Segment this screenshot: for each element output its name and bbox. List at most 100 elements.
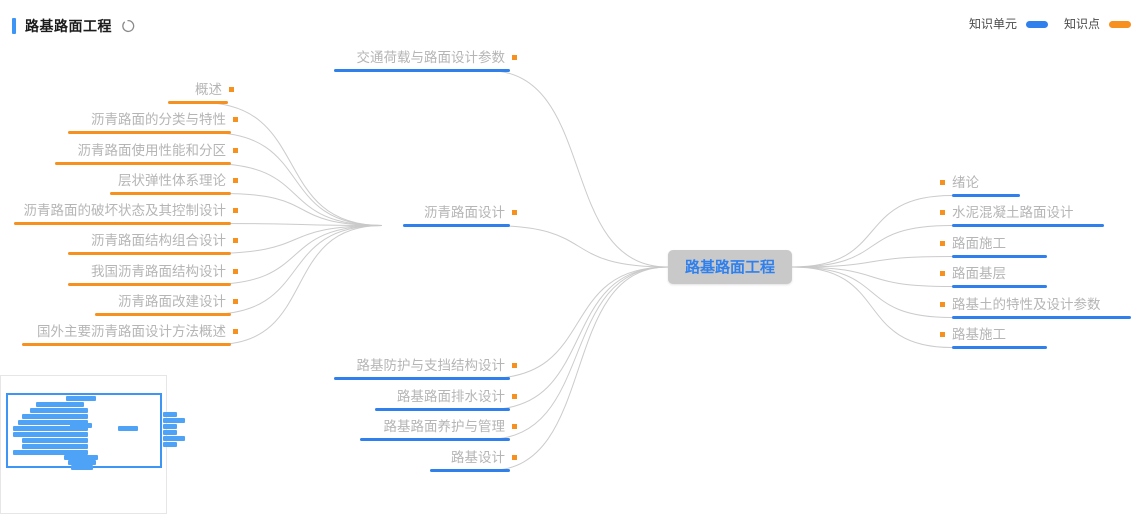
mindmap-node-label: 路基施工 xyxy=(952,327,1006,342)
minimap-bar xyxy=(70,423,92,428)
node-marker-icon xyxy=(940,302,945,307)
mindmap-node[interactable]: 交通荷载与路面设计参数 xyxy=(334,48,517,72)
node-marker-icon xyxy=(233,299,238,304)
link-path xyxy=(791,195,953,268)
mindmap-node-label: 国外主要沥青路面设计方法概述 xyxy=(37,324,226,339)
mindmap-node[interactable]: 路基设计 xyxy=(430,448,517,472)
node-marker-icon xyxy=(233,208,238,213)
link-path xyxy=(221,223,383,226)
minimap-bar xyxy=(22,438,88,443)
mindmap-node[interactable]: 路基路面养护与管理 xyxy=(360,417,517,441)
node-underline xyxy=(95,313,231,316)
node-underline xyxy=(22,343,231,346)
mindmap-node[interactable]: 路基施工 xyxy=(940,325,1047,349)
mindmap-node[interactable]: 路面施工 xyxy=(940,234,1047,258)
mindmap-node-label: 沥青路面改建设计 xyxy=(118,294,226,309)
mindmap-node[interactable]: 沥青路面使用性能和分区 xyxy=(55,141,238,165)
minimap-bar xyxy=(13,450,88,455)
link-path xyxy=(791,266,953,348)
minimap-bar xyxy=(18,420,88,425)
mindmap-node-label: 路基路面养护与管理 xyxy=(383,419,506,434)
node-marker-icon xyxy=(512,363,517,368)
minimap-bar xyxy=(22,444,88,449)
link-path xyxy=(791,266,953,287)
legend-item-unit: 知识单元 xyxy=(969,17,1048,31)
node-marker-icon xyxy=(233,148,238,153)
mindmap-node[interactable]: 水泥混凝土路面设计 xyxy=(940,203,1104,227)
node-underline xyxy=(68,131,231,134)
mindmap-node[interactable]: 沥青路面设计 xyxy=(403,203,517,227)
node-marker-icon xyxy=(512,394,517,399)
minimap-bar xyxy=(36,402,84,407)
node-underline xyxy=(375,408,510,411)
orange-pill-swatch xyxy=(1109,20,1131,28)
node-underline xyxy=(68,252,231,255)
mindmap-node[interactable]: 沥青路面的破坏状态及其控制设计 xyxy=(14,201,238,225)
minimap-bar xyxy=(22,414,88,419)
mindmap-node-label: 绪论 xyxy=(952,175,979,190)
minimap-bar xyxy=(163,424,177,429)
node-marker-icon xyxy=(233,269,238,274)
mindmap-node-label: 概述 xyxy=(195,82,222,97)
legend: 知识单元 知识点 xyxy=(969,17,1131,31)
root-node[interactable]: 路基路面工程 xyxy=(668,250,792,284)
node-underline xyxy=(68,283,231,286)
node-marker-icon xyxy=(512,455,517,460)
mindmap-node[interactable]: 沥青路面的分类与特性 xyxy=(68,110,238,134)
mindmap-node[interactable]: 概述 xyxy=(168,80,234,104)
mindmap-node[interactable]: 沥青路面结构组合设计 xyxy=(68,231,238,255)
mindmap-node[interactable]: 路基防护与支挡结构设计 xyxy=(334,356,517,380)
node-marker-icon xyxy=(940,180,945,185)
minimap-bar xyxy=(163,430,177,435)
node-marker-icon xyxy=(940,332,945,337)
minimap-panel[interactable] xyxy=(0,375,185,514)
mindmap-node-label: 沥青路面使用性能和分区 xyxy=(77,143,227,158)
mindmap-node-label: 路基路面排水设计 xyxy=(397,389,505,404)
node-marker-icon xyxy=(940,271,945,276)
node-underline xyxy=(952,285,1047,288)
loading-spinner-icon[interactable] xyxy=(121,19,135,33)
node-marker-icon xyxy=(233,117,238,122)
mindmap-node[interactable]: 路基土的特性及设计参数 xyxy=(940,295,1131,319)
link-path xyxy=(487,70,669,268)
mindmap-node-label: 沥青路面结构组合设计 xyxy=(91,233,226,248)
legend-item-point: 知识点 xyxy=(1064,17,1131,31)
mindmap-node[interactable]: 绪论 xyxy=(940,173,1020,197)
node-marker-icon xyxy=(512,424,517,429)
link-path xyxy=(215,225,383,345)
node-underline xyxy=(403,224,510,227)
node-underline xyxy=(952,346,1047,349)
link-path xyxy=(791,225,953,268)
mindmap-node[interactable]: 沥青路面改建设计 xyxy=(95,292,238,316)
page-title-group: 路基路面工程 xyxy=(12,18,135,34)
node-marker-icon xyxy=(233,238,238,243)
minimap-bar xyxy=(163,436,185,441)
node-underline xyxy=(14,222,231,225)
mindmap-node-label: 沥青路面设计 xyxy=(424,205,505,220)
link-path xyxy=(486,266,669,440)
node-marker-icon xyxy=(233,329,238,334)
node-underline xyxy=(110,192,231,195)
link-path xyxy=(222,193,383,226)
link-path xyxy=(791,266,953,318)
minimap-bar xyxy=(13,432,88,437)
minimap-bar xyxy=(163,418,185,423)
mindmap-node-label: 路面施工 xyxy=(952,236,1006,251)
mindmap-node[interactable]: 路面基层 xyxy=(940,264,1047,288)
mindmap-node-label: 路基设计 xyxy=(451,450,505,465)
mindmap-node[interactable]: 层状弹性体系理论 xyxy=(110,171,238,195)
page-title: 路基路面工程 xyxy=(25,18,112,34)
mindmap-node[interactable]: 路基路面排水设计 xyxy=(375,387,517,411)
node-marker-icon xyxy=(512,210,517,215)
node-underline xyxy=(334,377,510,380)
minimap-viewport[interactable] xyxy=(6,393,185,470)
node-marker-icon xyxy=(512,55,517,60)
link-path xyxy=(488,225,669,268)
mindmap-node[interactable]: 我国沥青路面结构设计 xyxy=(68,262,238,286)
node-marker-icon xyxy=(233,178,238,183)
mindmap-node[interactable]: 国外主要沥青路面设计方法概述 xyxy=(22,322,238,346)
node-underline xyxy=(334,69,510,72)
legend-label-unit: 知识单元 xyxy=(968,17,1017,31)
mindmap-node-label: 沥青路面的分类与特性 xyxy=(91,112,226,127)
